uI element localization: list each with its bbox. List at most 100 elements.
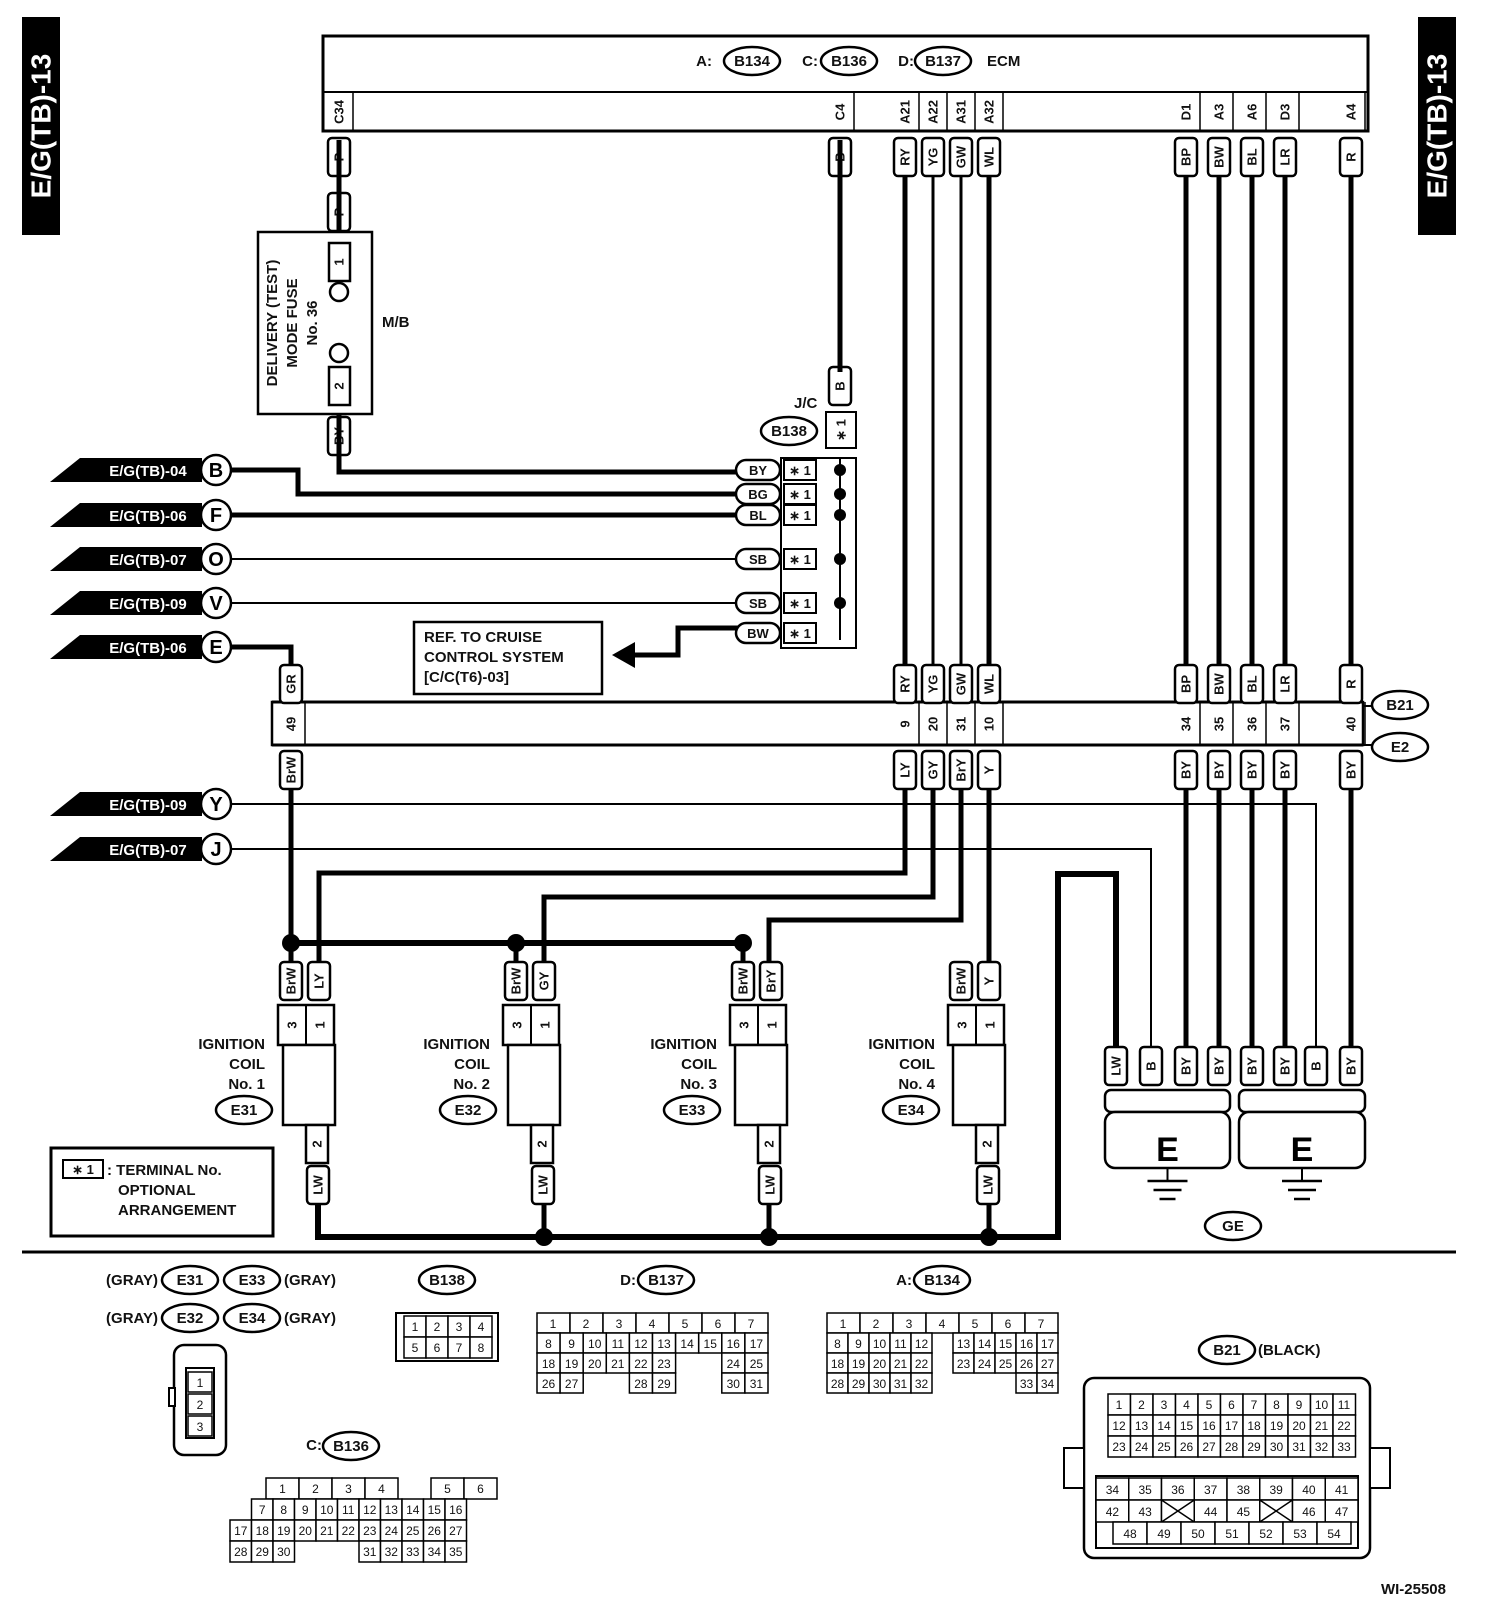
b21-cell: 48 bbox=[1123, 1527, 1137, 1541]
b21-cell: 40 bbox=[1302, 1483, 1316, 1497]
fuse-line2: MODE FUSE bbox=[284, 278, 301, 367]
ecm-pin-wire: BP bbox=[1179, 148, 1194, 166]
b21-cell: 2 bbox=[1138, 1398, 1145, 1412]
legend-b134: B134 bbox=[924, 1272, 961, 1289]
ref-arrow-icon bbox=[50, 635, 202, 659]
bus-bottom-wire-box bbox=[1338, 749, 1364, 791]
bus-top-wire-box bbox=[278, 663, 304, 705]
legend-black: (BLACK) bbox=[1258, 1342, 1320, 1359]
side-tab-right-text: E/G(TB)-13 bbox=[1422, 54, 1453, 199]
cruise-line1: REF. TO CRUISE bbox=[424, 629, 542, 646]
b136-cell: 10 bbox=[320, 1503, 334, 1517]
bus-pin: 10 bbox=[982, 717, 997, 731]
b21-cell: 23 bbox=[1112, 1440, 1126, 1454]
b134-cell: 24 bbox=[978, 1357, 992, 1371]
ref-arrow-icon bbox=[50, 547, 202, 571]
fuse-line1: DELIVERY (TEST) bbox=[264, 260, 281, 387]
legend-gray: (GRAY) bbox=[106, 1310, 158, 1327]
b21-cell: 39 bbox=[1269, 1483, 1283, 1497]
ref-letter: V bbox=[209, 593, 223, 615]
b134-cell: 21 bbox=[894, 1357, 908, 1371]
coil-conn: E31 bbox=[231, 1102, 258, 1119]
b134-cell: 17 bbox=[1041, 1337, 1055, 1351]
b136-cell: 25 bbox=[406, 1524, 420, 1538]
bus-pin: 49 bbox=[284, 717, 299, 731]
b137-cell: 15 bbox=[704, 1337, 718, 1351]
b137-cell: 29 bbox=[657, 1377, 671, 1391]
b21-cell: 49 bbox=[1157, 1527, 1171, 1541]
coil-conn: E34 bbox=[898, 1102, 925, 1119]
ecm-pin-wire: RY bbox=[898, 148, 913, 166]
legend-e33-oval bbox=[222, 1264, 282, 1296]
ref-letter: B bbox=[209, 460, 223, 482]
b21-cell: 35 bbox=[1138, 1483, 1152, 1497]
b21-cell: 34 bbox=[1106, 1483, 1120, 1497]
bus-bottom-wire: BrY bbox=[954, 758, 969, 781]
arrow-icon bbox=[612, 642, 635, 668]
b21-cell: 18 bbox=[1247, 1419, 1261, 1433]
connector-legend: E31(GRAY)E33(GRAY)E32(GRAY)E34(GRAY)123B… bbox=[106, 1264, 1391, 1563]
bus-pin: 40 bbox=[1344, 717, 1359, 731]
b134-cell: 14 bbox=[978, 1337, 992, 1351]
b134-cell: 8 bbox=[834, 1337, 841, 1351]
b137-cell: 18 bbox=[542, 1357, 556, 1371]
b21-cell: 47 bbox=[1335, 1505, 1349, 1519]
b21-cell: 19 bbox=[1270, 1419, 1284, 1433]
b134-cell: 9 bbox=[855, 1337, 862, 1351]
b134-cell: 28 bbox=[831, 1377, 845, 1391]
b137-cell: 6 bbox=[715, 1317, 722, 1331]
coil-pin-cell: 3 bbox=[197, 1420, 204, 1434]
coil-pin-cell: 1 bbox=[197, 1376, 204, 1390]
ground-wire-left: B bbox=[1144, 1061, 1159, 1070]
ecm-pin-wire: LR bbox=[1278, 148, 1293, 166]
bus-top-wire: GR bbox=[284, 674, 299, 694]
ref-letter-circle bbox=[199, 832, 233, 866]
jc-rows: BY∗ 1BG∗ 1BL∗ 1SB∗ 1SB∗ 1BW∗ 1 bbox=[734, 458, 817, 645]
jc-conn: B138 bbox=[771, 423, 807, 440]
jc-wire-box bbox=[734, 621, 782, 645]
b137-cell: 26 bbox=[542, 1377, 556, 1391]
b21-cell: 46 bbox=[1302, 1505, 1316, 1519]
jc-wire-top: B bbox=[833, 381, 848, 390]
b21-cell: 37 bbox=[1204, 1483, 1218, 1497]
b137-cell: 10 bbox=[588, 1337, 602, 1351]
b136-cell: 8 bbox=[280, 1503, 287, 1517]
legend-b137: B137 bbox=[648, 1272, 684, 1289]
ground-letter: E bbox=[1156, 1131, 1179, 1169]
ecm-pin: A31 bbox=[954, 100, 969, 124]
bus-top-wire-box bbox=[892, 663, 918, 705]
ecm-pin-row: C34PC4BA21RYA22YGA31GWA32WLD1BPA3BWA6BLD… bbox=[326, 92, 1366, 457]
ecm-pin: D1 bbox=[1179, 104, 1194, 121]
b137-cell: 13 bbox=[657, 1337, 671, 1351]
b21-cell: 52 bbox=[1259, 1527, 1273, 1541]
b21-cell: 24 bbox=[1135, 1440, 1149, 1454]
b21-cell: 16 bbox=[1202, 1419, 1216, 1433]
b137-cell: 22 bbox=[634, 1357, 648, 1371]
b21-cell: 54 bbox=[1327, 1527, 1341, 1541]
legend-c-prefix: C: bbox=[306, 1437, 322, 1454]
ref-letter: E bbox=[209, 637, 222, 659]
ecm-pin-wire: GW bbox=[954, 145, 969, 168]
bus-top-wire-box bbox=[920, 663, 946, 705]
b134-cell: 3 bbox=[906, 1317, 913, 1331]
coil-name-3: No. 4 bbox=[898, 1076, 935, 1093]
coil-conn-oval bbox=[438, 1094, 498, 1126]
ecm-pin: D3 bbox=[1278, 104, 1293, 121]
b134-cell: 11 bbox=[894, 1337, 907, 1351]
ecm-pin-wire: YG bbox=[926, 148, 941, 167]
ground-conn: GE bbox=[1222, 1218, 1244, 1235]
b136-cell: 7 bbox=[259, 1503, 266, 1517]
ground-wire-right: BY bbox=[1344, 1057, 1359, 1075]
b137-cell: 28 bbox=[634, 1377, 648, 1391]
coil-wire-2: LW bbox=[311, 1175, 326, 1195]
ref-text: E/G(TB)-07 bbox=[109, 842, 187, 859]
ref-letter: F bbox=[210, 505, 222, 527]
b136-cell: 24 bbox=[385, 1524, 399, 1538]
coil-name-3: No. 3 bbox=[680, 1076, 717, 1093]
b134-cell: 7 bbox=[1038, 1317, 1045, 1331]
b136-cell: 12 bbox=[363, 1503, 377, 1517]
bus-bottom-wire: BY bbox=[1179, 761, 1194, 779]
